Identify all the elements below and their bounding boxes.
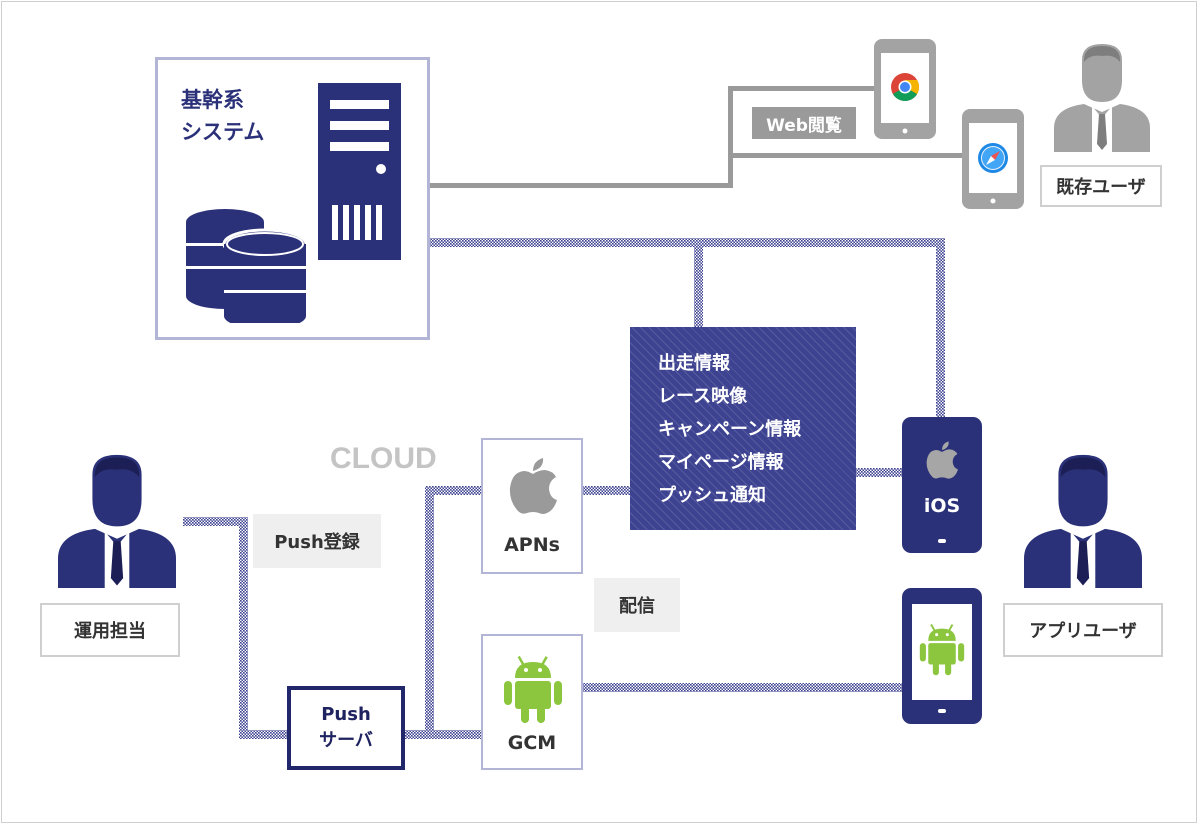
- push-registration-tag: Push登録: [253, 514, 381, 568]
- info-panel: 出走情報 レース映像 キャンペーン情報 マイページ情報 プッシュ通知: [630, 327, 856, 530]
- android-device: [902, 588, 982, 724]
- info-line: キャンペーン情報: [658, 419, 802, 440]
- core-system-label: 基幹系 システム: [181, 88, 265, 144]
- gcm-label: GCM: [507, 732, 557, 754]
- existing-user-icon: [1054, 44, 1150, 152]
- cloud-label: CLOUD: [330, 442, 437, 475]
- android-icon: [504, 656, 562, 723]
- operator-label: 運用担当: [40, 603, 180, 657]
- apns-box: APNs: [481, 438, 583, 574]
- push-server-label-line1: Push: [321, 704, 371, 725]
- existing-user-label: 既存ユーザ: [1040, 165, 1162, 207]
- phone-chrome: [874, 39, 936, 139]
- info-line: 出走情報: [658, 353, 730, 374]
- info-line: レース映像: [658, 386, 748, 407]
- apns-label: APNs: [504, 534, 560, 556]
- apple-icon: [926, 441, 958, 479]
- app-user-label: アプリユーザ: [1003, 603, 1163, 657]
- push-server-box: Push サーバ: [287, 686, 405, 770]
- phone-safari: [962, 109, 1024, 209]
- push-server-label-line2: サーバ: [319, 730, 373, 751]
- apple-icon: [509, 458, 557, 514]
- web-browse-lines: [430, 86, 962, 188]
- core-system-box: 基幹系 システム: [155, 57, 430, 340]
- app-user-icon: [1024, 454, 1142, 588]
- chrome-icon: [891, 73, 919, 101]
- ios-label: iOS: [923, 495, 961, 517]
- delivery-tag: 配信: [594, 578, 680, 632]
- safari-icon: [978, 143, 1008, 173]
- ios-device: iOS: [902, 417, 982, 553]
- info-line: プッシュ通知: [658, 485, 766, 506]
- info-line: マイページ情報: [658, 452, 784, 473]
- database-icon: [186, 209, 308, 323]
- server-icon: [318, 83, 401, 260]
- android-icon: [919, 624, 965, 676]
- web-browsing-tag: Web閲覧: [752, 107, 856, 139]
- operator-icon: [58, 454, 176, 588]
- data-flow-lines: [183, 238, 945, 739]
- gcm-box: GCM: [481, 634, 583, 770]
- smartphone-icon: [902, 417, 982, 553]
